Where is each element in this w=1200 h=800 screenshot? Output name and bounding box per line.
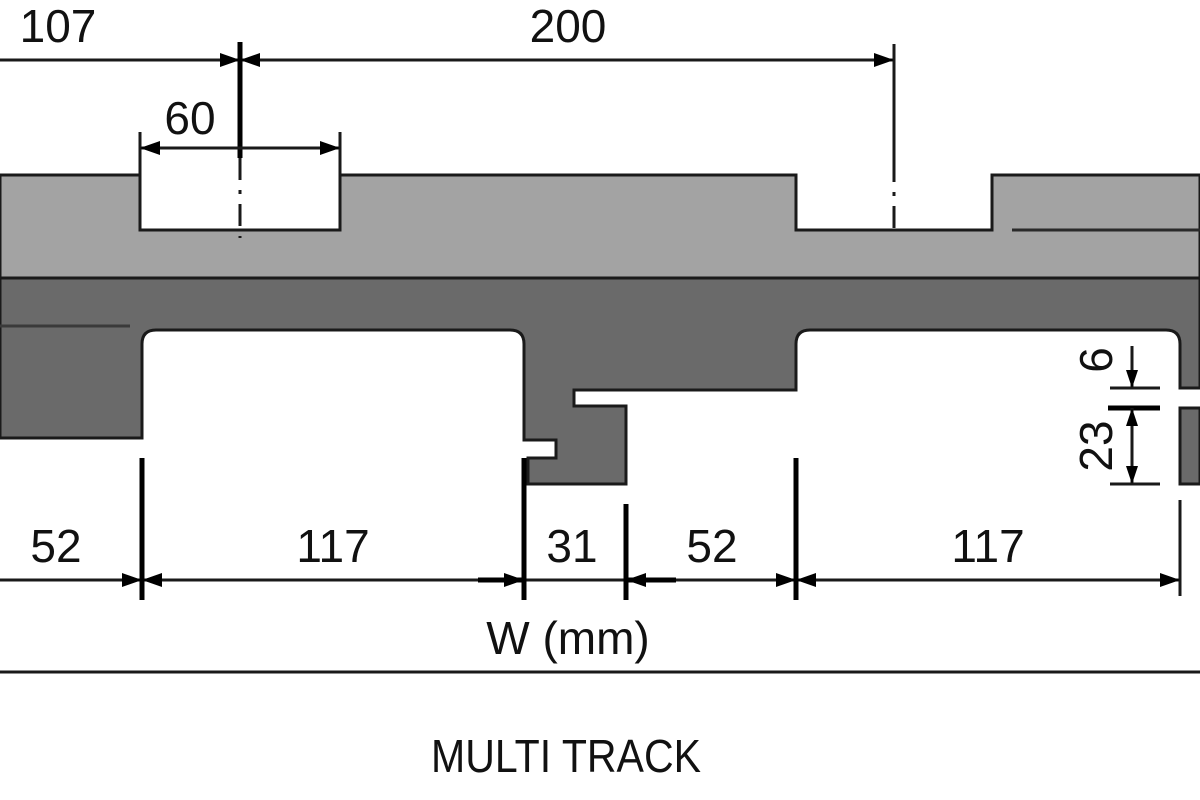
- dim-52-right-start-arrowhead: [626, 573, 646, 587]
- dim-52-left-arrowhead: [122, 573, 142, 587]
- dim-107-label: 107: [20, 0, 97, 52]
- lower-profile-body: [0, 276, 1200, 486]
- dim-31-label: 31: [546, 520, 597, 572]
- dim-200-left-arrowhead: [240, 53, 260, 67]
- dim-117-left-label: 117: [296, 520, 369, 572]
- dim-23-top-arrowhead: [1126, 408, 1138, 426]
- dim-52-right-label: 52: [686, 520, 737, 572]
- dim-23-label: 23: [1070, 420, 1122, 471]
- dim-52-right-end-arrowhead: [776, 573, 796, 587]
- dim-200-label: 200: [530, 0, 607, 52]
- dim-60-label: 60: [164, 92, 215, 144]
- dim-52-left-label: 52: [30, 520, 81, 572]
- diagram-title: MULTI TRACK: [431, 730, 701, 782]
- dim-107-arrowhead: [220, 53, 240, 67]
- width-unit-label: W (mm): [486, 612, 649, 664]
- dim-60-right-arrowhead: [320, 141, 340, 155]
- dim-117-right-label: 117: [951, 520, 1024, 572]
- dim-23-bottom-arrowhead: [1126, 466, 1138, 484]
- dim-60-left-arrowhead: [140, 141, 160, 155]
- dim-200-right-arrowhead: [874, 53, 894, 67]
- upper-profile-body: [0, 173, 1200, 280]
- dim-6-arrowhead: [1126, 370, 1138, 388]
- dim-117-left-start-arrowhead: [142, 573, 162, 587]
- dim-117-right-start-arrowhead: [796, 573, 816, 587]
- dim-6-label: 6: [1070, 347, 1122, 373]
- dim-117-right-end-arrowhead: [1160, 573, 1180, 587]
- lower-profile-right-fragment: [1178, 406, 1200, 486]
